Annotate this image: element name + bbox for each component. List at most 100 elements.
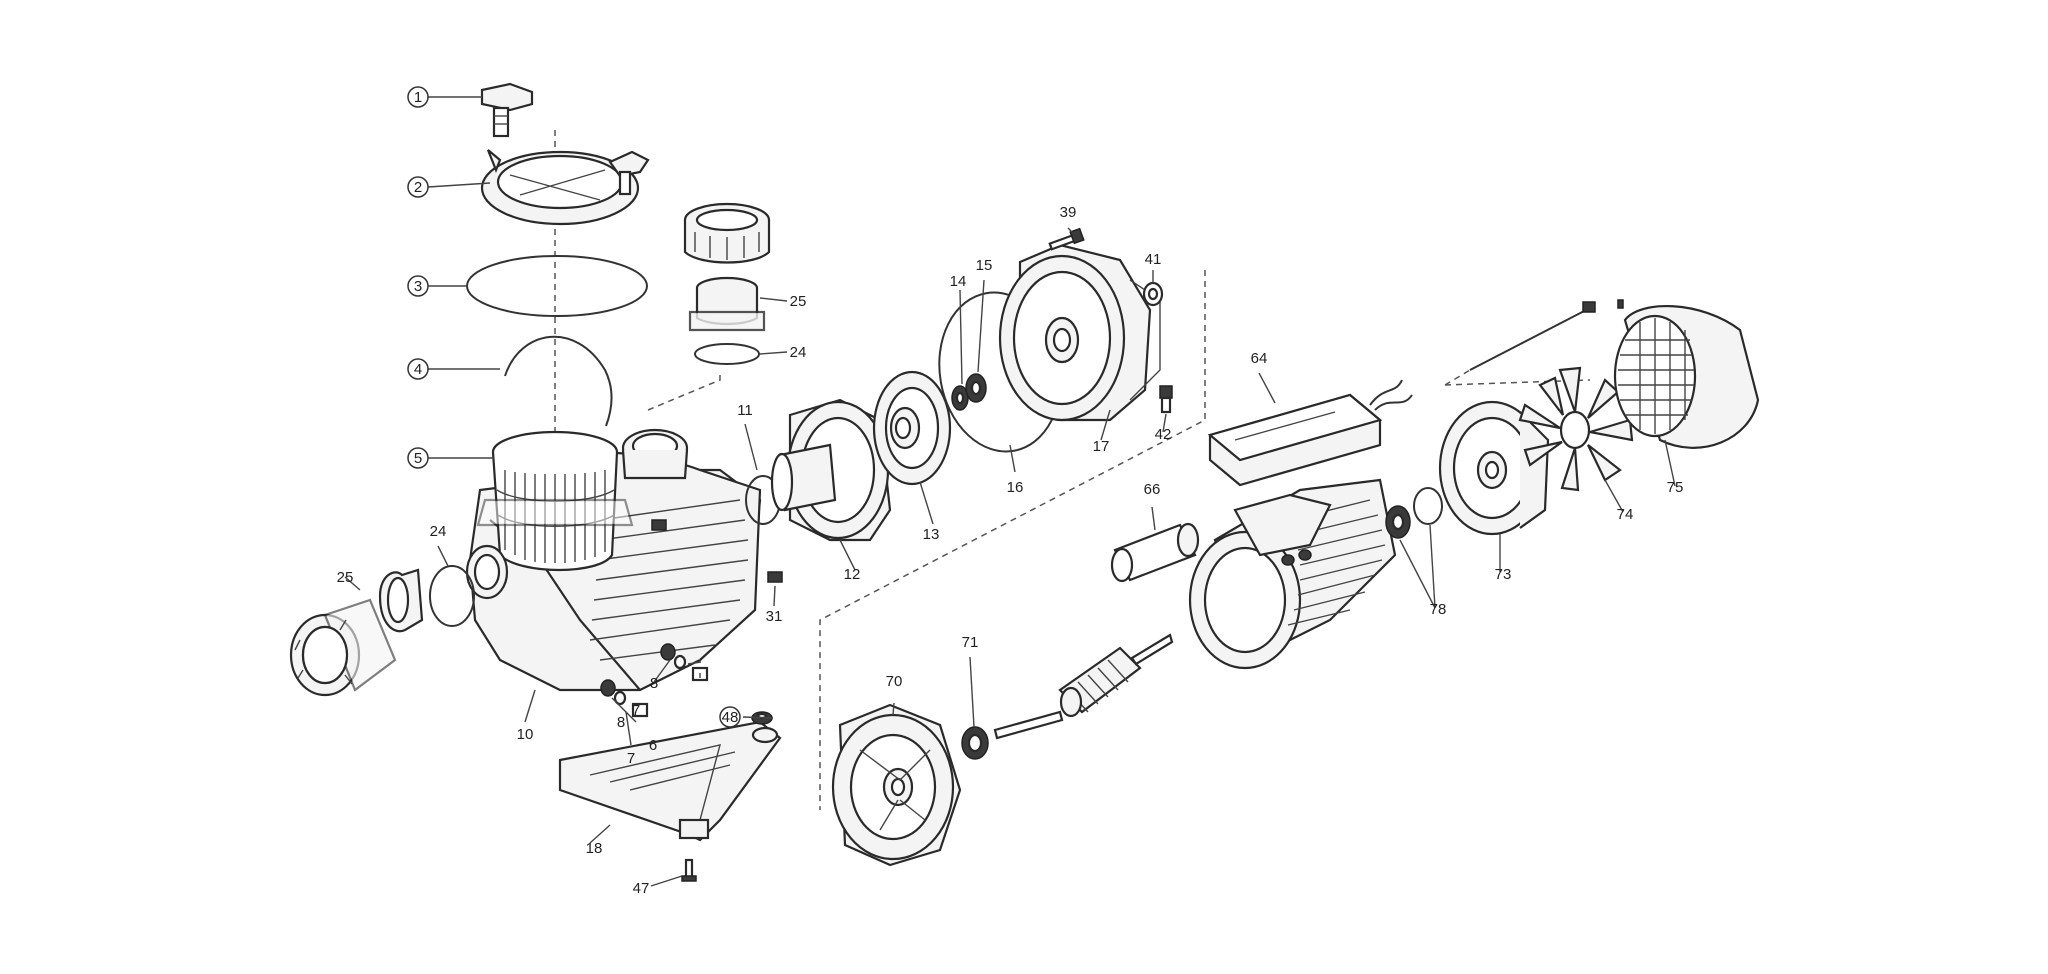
callout-number: 7: [627, 750, 635, 767]
callout-number: 3: [414, 278, 422, 295]
callout-number: 24: [790, 344, 807, 361]
callout-12: 12: [844, 566, 861, 583]
callout-number: 48: [722, 709, 739, 726]
callout-number: 71: [962, 634, 979, 651]
part-39-bolt: [1048, 227, 1085, 251]
callout-31: 31: [766, 608, 783, 625]
callout-number: 8: [617, 714, 625, 731]
callout-number: 2: [414, 179, 422, 196]
part-3-o-ring: [466, 255, 648, 317]
callout-47: 47: [633, 880, 650, 897]
drain-plug-parts: [600, 643, 709, 718]
callout-25: 25: [337, 569, 354, 586]
callout-circle: [407, 176, 429, 198]
callout-circle: [407, 275, 429, 297]
callout-number: 8: [650, 675, 658, 692]
callout-leader-lines: [344, 96, 1676, 887]
part-13-impeller: [872, 370, 952, 486]
callout-7: 7: [632, 702, 640, 719]
part-4-wire-clip: [504, 335, 613, 427]
part-17-seal-plate: [998, 243, 1161, 422]
part-24-o-ring-top: [694, 343, 760, 365]
part-18-base-bracket: [558, 720, 782, 842]
callout-number: 17: [1093, 438, 1110, 455]
part-12-diffuser: [770, 398, 892, 542]
callout-7: 7: [627, 750, 635, 767]
callout-number: 73: [1495, 566, 1512, 583]
part-42-bolt: [1159, 385, 1173, 414]
assembly-guide-lines: [554, 130, 1591, 810]
callout-number: 16: [1007, 479, 1024, 496]
callout-24: 24: [430, 523, 447, 540]
part-70-front-end-bell: [831, 703, 962, 867]
callout-number: 1: [414, 89, 422, 106]
part-1-knob: [480, 82, 534, 138]
callout-6: 6: [649, 737, 657, 754]
part-24-o-ring-left: [429, 565, 475, 627]
callout-13: 13: [923, 526, 940, 543]
part-75-fan-cover: [1613, 305, 1760, 449]
part-2-lid: [480, 149, 650, 226]
inlet-port: [465, 544, 509, 600]
callout-number: 25: [337, 569, 354, 586]
callout-number: 64: [1251, 350, 1268, 367]
callout-number: 31: [766, 608, 783, 625]
part-66-capacitor: [1110, 522, 1200, 583]
part-41-washer: [1142, 281, 1164, 307]
callout-number: 10: [517, 726, 534, 743]
callout-number: 6: [649, 737, 657, 754]
callout-number: 15: [976, 257, 993, 274]
callout-number: 11: [737, 402, 753, 419]
callout-14: 14: [950, 273, 967, 290]
part-78-rear-bearing: [1385, 487, 1443, 539]
rotor-shaft: [993, 633, 1174, 740]
callout-number: 78: [1430, 601, 1447, 618]
callout-labels: 1234524251087687184731111213141516173941…: [337, 86, 1684, 897]
part-64-terminal-box: [1207, 379, 1413, 487]
callout-circle: [719, 706, 741, 728]
callout-8: 8: [617, 714, 625, 731]
callout-11: 11: [737, 402, 753, 419]
callout-24: 24: [790, 344, 807, 361]
callout-17: 17: [1093, 438, 1110, 455]
callout-number: 24: [430, 523, 447, 540]
callout-number: 5: [414, 450, 422, 467]
callout-48: 48: [719, 706, 741, 728]
part-71-bearing: [961, 726, 989, 760]
callout-circle: [407, 86, 429, 108]
part-25-union-top: [683, 202, 771, 332]
callout-75: 75: [1667, 479, 1684, 496]
callout-number: 74: [1617, 506, 1634, 523]
callout-number: 41: [1145, 251, 1162, 268]
callout-73: 73: [1495, 566, 1512, 583]
part-74-cooling-fan: [1518, 366, 1634, 492]
callout-74: 74: [1617, 506, 1634, 523]
callout-25: 25: [790, 293, 807, 310]
callout-18: 18: [586, 840, 603, 857]
callout-number: 25: [790, 293, 807, 310]
callout-number: 18: [586, 840, 603, 857]
callout-41: 41: [1145, 251, 1162, 268]
callout-1: 1: [407, 86, 429, 108]
callout-number: 75: [1667, 479, 1684, 496]
part-25-union-left: [289, 568, 424, 697]
part-31-bolt: [767, 571, 783, 583]
callout-number: 70: [886, 673, 903, 690]
motor-stator-housing: [1188, 478, 1397, 670]
part-73-rear-end-bell: [1438, 400, 1550, 536]
part-47-screw: [681, 858, 697, 882]
callout-39: 39: [1060, 204, 1077, 221]
callout-number: 4: [414, 361, 422, 378]
callout-66: 66: [1144, 481, 1161, 498]
callout-71: 71: [962, 634, 979, 651]
tie-rod: [1444, 299, 1624, 386]
callout-3: 3: [407, 275, 429, 297]
callout-42: 42: [1155, 426, 1172, 443]
callout-circle: [407, 358, 429, 380]
callout-number: 7: [632, 702, 640, 719]
part-14-15-mechanical-seal: [951, 373, 987, 411]
callout-5: 5: [407, 447, 429, 469]
callout-16: 16: [1007, 479, 1024, 496]
callout-number: 42: [1155, 426, 1172, 443]
